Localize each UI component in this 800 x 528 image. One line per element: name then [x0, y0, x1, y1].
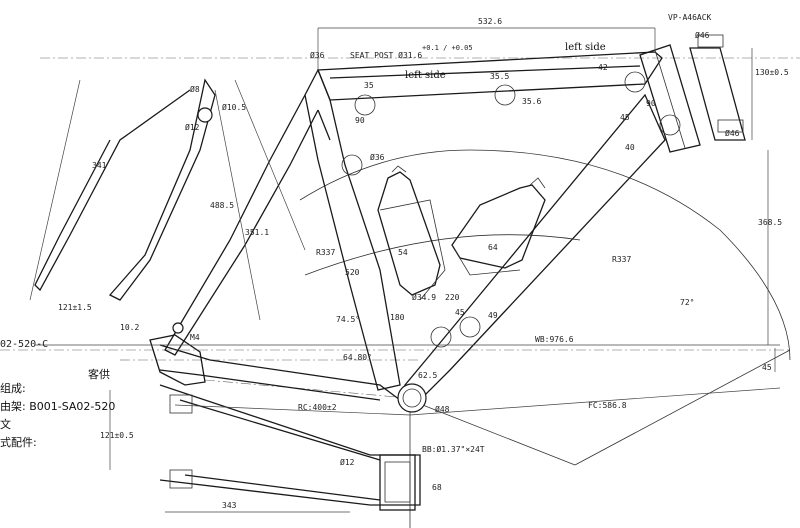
dim-front-center: FC:586.8	[588, 401, 627, 410]
note-part-code: 02-520-C	[0, 339, 48, 350]
dim-488-5: 488.5	[210, 201, 234, 210]
water-bottle-down-tube	[451, 177, 546, 276]
dim-48: Ø48	[435, 404, 450, 414]
dim-520: 520	[345, 268, 360, 277]
dim-35-6: 35.6	[522, 97, 541, 106]
dim-351-1: 351.1	[245, 228, 269, 237]
dim-angle-72: 72°	[680, 298, 694, 307]
dim-45-dt: 45	[455, 308, 465, 317]
dim-90-left: 90	[355, 116, 365, 125]
dim-angle-74: 74.5°	[336, 315, 360, 324]
front-fork-side	[29, 78, 306, 321]
dim-40: 40	[625, 143, 635, 152]
dim-dia-36-top: Ø36	[310, 50, 325, 60]
note-customer-supplied: 客供	[88, 367, 110, 381]
dim-dia-12: Ø12	[185, 122, 200, 132]
dim-m4: M4	[190, 333, 200, 342]
dim-bottom-bracket: BB:Ø1.37"×24T	[422, 444, 485, 454]
note-frame-code: 由架: B001-SA02-520	[0, 399, 115, 413]
dim-10-5: Ø10.5	[222, 102, 246, 112]
dim-rear-center: RC:400±2	[298, 403, 337, 412]
bottom-bracket-shell	[397, 383, 427, 413]
dim-90-right: 90	[646, 99, 656, 108]
dim-343: 343	[222, 501, 237, 510]
dim-35: 35	[364, 81, 374, 90]
dim-wheelbase: WB:976.6	[535, 335, 574, 344]
note-accessories: 式配件:	[0, 436, 37, 449]
dim-68: 68	[432, 483, 442, 492]
dimension-lines	[35, 27, 781, 416]
water-bottle-seat-tube	[377, 165, 446, 301]
main-frame	[149, 44, 701, 413]
dim-top-tube: 532.6	[478, 17, 502, 26]
note-line-4: 文	[0, 417, 11, 431]
dim-r337-left: R337	[316, 248, 335, 257]
dim-r337-right: R337	[612, 255, 631, 264]
dim-34-9: Ø34.9	[412, 292, 436, 302]
dim-341: 341	[92, 161, 107, 170]
dim-head-length: 130±0.5	[755, 68, 789, 77]
dim-stack-label: VP-A46ACK	[668, 13, 712, 22]
dim-368-5: 368.5	[758, 218, 782, 227]
dim-62-5: 62.5	[418, 371, 437, 380]
dim-64: 64	[488, 243, 498, 252]
dim-seat-post-tolerance: +0.1 / +0.05	[422, 44, 473, 52]
dim-dia-8: Ø8	[190, 84, 200, 94]
dim-dia-12-b: Ø12	[340, 457, 355, 467]
front-fork-plan	[109, 384, 421, 513]
dim-45-head: 45	[620, 113, 630, 122]
dim-54: 54	[398, 248, 408, 257]
dim-angle-64: 64.80°	[343, 353, 372, 362]
rear-axle	[172, 322, 184, 334]
dim-121-b: 121±0.5	[100, 431, 134, 440]
dim-head-top-dia: Ø46	[695, 30, 710, 40]
dim-dia-36-mid: Ø36	[370, 152, 385, 162]
construction-lines	[0, 57, 800, 528]
dim-49: 49	[488, 311, 498, 320]
dim-180: 180	[390, 313, 405, 322]
note-left-side-mid: left side	[405, 70, 446, 81]
note-left-side-top: left side	[565, 42, 606, 53]
note-composition: 组成:	[0, 381, 26, 395]
title-notes: 02-520-C 组成: 由架: B001-SA02-520 文 式配件: 客供	[0, 339, 115, 449]
dim-10-2: 10.2	[120, 323, 139, 332]
dim-220: 220	[445, 293, 460, 302]
dim-121-a: 121±1.5	[58, 303, 92, 312]
dim-head-bottom-dia: Ø46	[725, 128, 740, 138]
dim-42: 42	[598, 63, 608, 72]
dimension-labels: 532.6 VP-A46ACK Ø36 SEAT POST Ø31.6 +0.1…	[58, 13, 789, 510]
dim-45-right: 45	[762, 363, 772, 372]
dim-seat-post: SEAT POST Ø31.6	[350, 50, 422, 60]
head-tube-detail	[689, 34, 753, 141]
dim-35-5: 35.5	[490, 72, 509, 81]
